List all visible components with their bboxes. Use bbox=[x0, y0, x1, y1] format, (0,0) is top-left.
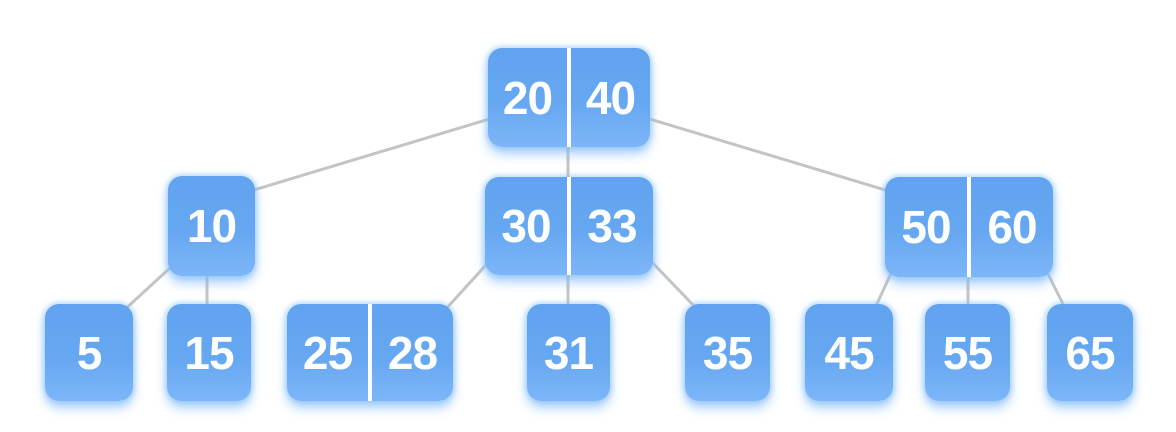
edge-node-30-33-to-node-35 bbox=[642, 252, 700, 312]
edge-node-20-40-to-node-10 bbox=[245, 115, 498, 194]
cell-divider bbox=[567, 48, 571, 147]
node-key: 5 bbox=[76, 326, 103, 379]
node-key: 33 bbox=[587, 200, 637, 252]
node-key: 50 bbox=[901, 201, 951, 253]
node-key: 10 bbox=[186, 200, 237, 252]
btree-node-50-60: 50 60 bbox=[885, 177, 1053, 277]
cell-divider bbox=[368, 304, 372, 401]
btree-node-45: 45 bbox=[805, 304, 893, 401]
cell-divider bbox=[567, 177, 571, 275]
btree-node-31: 31 bbox=[527, 304, 610, 401]
node-key: 28 bbox=[387, 326, 438, 379]
node-key: 20 bbox=[502, 71, 553, 124]
node-key: 35 bbox=[702, 326, 753, 379]
btree-node-65: 65 bbox=[1047, 304, 1133, 401]
node-key: 15 bbox=[184, 326, 234, 379]
node-key: 25 bbox=[302, 326, 353, 379]
btree-node-55: 55 bbox=[925, 304, 1010, 401]
btree-node-35: 35 bbox=[685, 304, 770, 401]
edge-node-20-40-to-node-50-60 bbox=[641, 115, 894, 194]
node-key: 45 bbox=[824, 326, 874, 379]
node-key: 55 bbox=[942, 326, 993, 379]
btree-node-5: 5 bbox=[45, 304, 133, 401]
node-key: 31 bbox=[543, 326, 594, 379]
node-key: 30 bbox=[501, 200, 551, 252]
node-key: 65 bbox=[1065, 326, 1115, 379]
btree-node-15: 15 bbox=[167, 304, 251, 401]
node-key: 60 bbox=[987, 201, 1037, 253]
btree-node-10: 10 bbox=[168, 176, 255, 276]
btree-node-30-33: 30 33 bbox=[485, 177, 653, 275]
btree-node-25-28: 25 28 bbox=[287, 304, 453, 401]
node-key: 40 bbox=[585, 71, 636, 124]
cell-divider bbox=[967, 177, 971, 277]
